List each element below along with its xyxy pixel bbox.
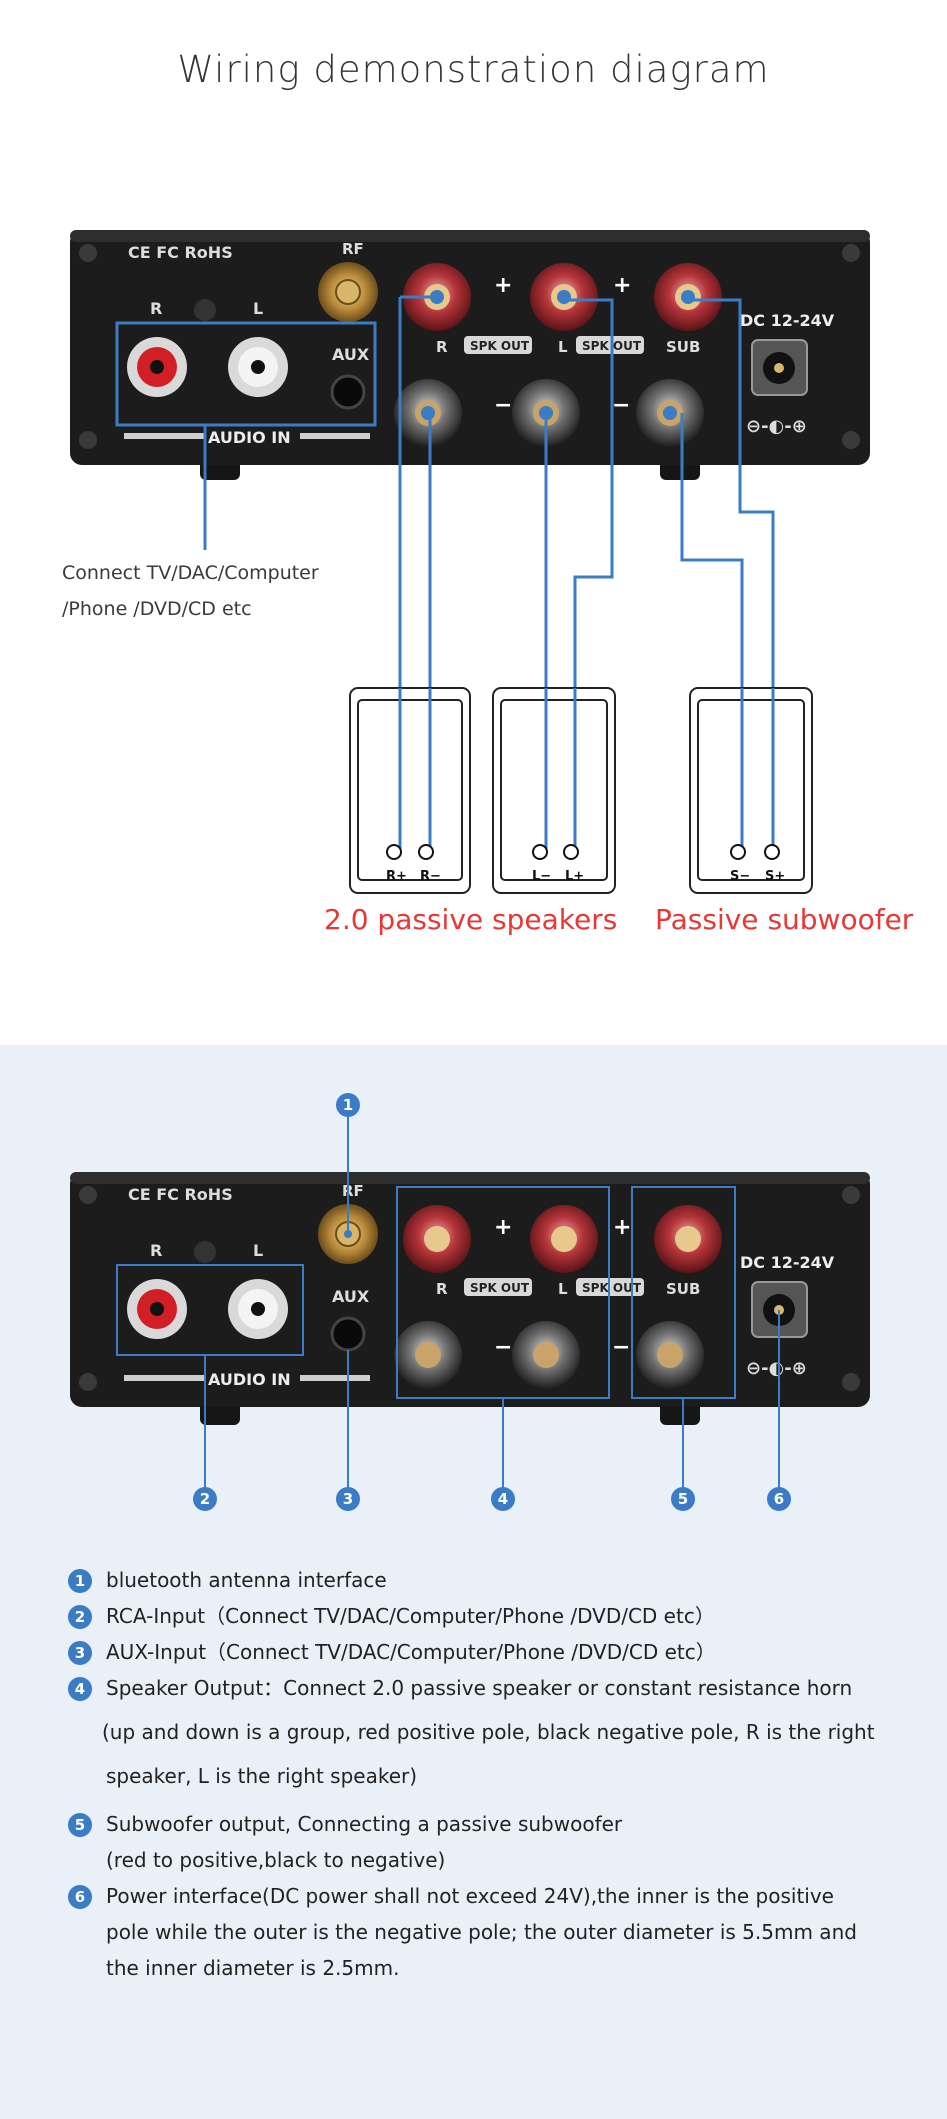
svg-text:+: + — [613, 273, 631, 298]
aux-label: AUX — [332, 345, 370, 364]
callout-1: 1 — [343, 1096, 353, 1114]
legend-item-4-cont: (up and down is a group, red positive po… — [102, 1720, 875, 1744]
callout-2: 2 — [200, 1490, 210, 1508]
rca-r-label: R — [150, 299, 162, 318]
svg-text:⊖-◐-⊕: ⊖-◐-⊕ — [746, 416, 807, 437]
callout-4: 4 — [498, 1490, 508, 1508]
rca-l-label: L — [253, 299, 263, 318]
terminal-s-plus: S+ — [765, 869, 785, 884]
terminal-r-plus: R+ — [386, 869, 407, 884]
svg-text:⊖-◐-⊕: ⊖-◐-⊕ — [746, 1358, 807, 1379]
callout-3: 3 — [343, 1490, 353, 1508]
svg-text:L: L — [558, 1280, 568, 1298]
svg-text:AUDIO IN: AUDIO IN — [208, 1370, 291, 1389]
page-title: Wiring demonstration diagram — [177, 48, 770, 91]
svg-text:−: − — [612, 393, 630, 418]
speaker-left — [492, 687, 616, 894]
wiring — [115, 295, 775, 850]
terminal-l-minus: L− — [532, 869, 551, 884]
cert-marks: CE FC RoHS — [128, 243, 233, 262]
svg-text:−: − — [494, 1335, 512, 1360]
amplifier-back-panel-2: CE FC RoHS RF R L AUX AUDIO IN + + − − R… — [70, 1172, 870, 1425]
callout-6: 6 — [774, 1490, 784, 1508]
subwoofer — [689, 687, 813, 894]
connect-note-line2: /Phone /DVD/CD etc — [62, 598, 252, 620]
svg-text:DC 12-24V: DC 12-24V — [740, 1253, 835, 1272]
svg-text:RF: RF — [342, 1182, 364, 1200]
svg-text:SPK OUT: SPK OUT — [582, 1281, 642, 1295]
svg-text:−: − — [612, 1335, 630, 1360]
rf-label: RF — [342, 240, 364, 258]
svg-text:L: L — [253, 1241, 263, 1260]
legend-item-6-cont2: the inner diameter is 2.5mm. — [106, 1956, 400, 1980]
svg-text:+: + — [613, 1215, 631, 1240]
passive-subwoofer-label: Passive subwoofer — [655, 903, 914, 936]
callout-5: 5 — [678, 1490, 688, 1508]
svg-text:CE FC RoHS: CE FC RoHS — [128, 1185, 233, 1204]
terminal-s-minus: S− — [730, 869, 750, 884]
amplifier-back-panel: CE FC RoHS RF R L AUX AUDIO IN + + − − R — [70, 230, 870, 480]
interface-diagram: CE FC RoHS RF R L AUX AUDIO IN + + − − R… — [70, 1093, 870, 1511]
svg-text:R: R — [150, 1241, 162, 1260]
svg-text:+: + — [494, 273, 512, 298]
spk-l-label: L — [558, 338, 568, 356]
terminal-l-plus: L+ — [565, 869, 584, 884]
svg-text:−: − — [494, 393, 512, 418]
dc-label: DC 12-24V — [740, 311, 835, 330]
spk-out-label: SPK OUT — [470, 339, 530, 353]
wiring-diagram: CE FC RoHS RF R L AUX AUDIO IN + + − − R — [70, 230, 870, 894]
speaker-right — [349, 687, 471, 894]
svg-text:SPK OUT: SPK OUT — [470, 1281, 530, 1295]
svg-text:R: R — [436, 1280, 448, 1298]
legend-item-4-cont2: speaker, L is the right speaker) — [106, 1764, 418, 1788]
legend-item-5-cont: (red to positive,black to negative) — [106, 1848, 446, 1872]
connect-note-line1: Connect TV/DAC/Computer — [62, 562, 319, 584]
sub-label: SUB — [666, 338, 700, 356]
audio-in-label: AUDIO IN — [208, 428, 291, 447]
passive-speakers-label: 2.0 passive speakers — [324, 903, 618, 936]
svg-text:+: + — [494, 1215, 512, 1240]
terminal-r-minus: R− — [420, 869, 441, 884]
spk-r-label: R — [436, 338, 448, 356]
legend-item-6-cont: pole while the outer is the negative pol… — [106, 1920, 857, 1944]
aux-jack — [330, 374, 366, 410]
svg-text:SUB: SUB — [666, 1280, 700, 1298]
svg-text:AUX: AUX — [332, 1287, 370, 1306]
